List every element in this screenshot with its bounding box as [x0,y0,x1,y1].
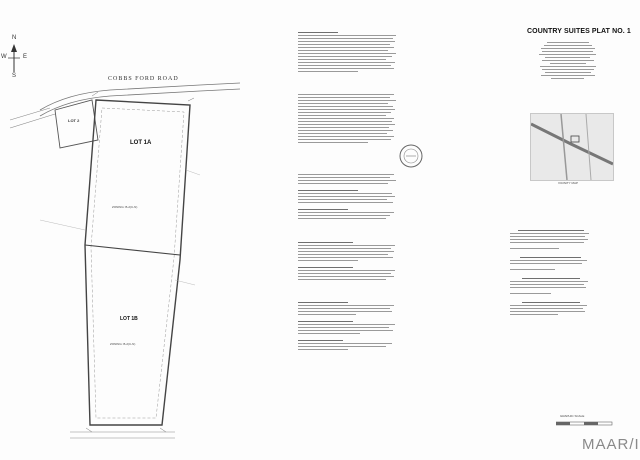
north-arrow-icon [8,44,20,72]
vicinity-map-label: VICINITY MAP [558,181,578,185]
east-label: E [23,54,28,60]
acknowledgement-text [298,172,398,221]
south-label: S [12,73,17,79]
road-name: COBBS FORD ROAD [108,76,179,82]
lot-1a-label: LOT 1A [130,140,152,146]
north-label: N [12,35,17,41]
health-department-text [298,300,398,352]
owner-certificate-text [298,30,398,74]
plat-title: COUNTRY SUITES PLAT NO. 1 [527,28,631,35]
title-block-details [538,40,598,81]
survey-drawing [8,44,241,439]
graphic-scale-label: GRAPHIC SCALE [560,414,585,418]
notary-seal-icon [399,144,423,168]
west-label: W [1,54,7,60]
watermark: MAAR/I [582,436,640,453]
lot-1b-label: LOT 1B [120,316,138,322]
description-text [298,92,398,145]
surveyor-certificate-text [298,240,398,282]
scale-bar [556,421,613,426]
lot-2-label: LOT 2 [68,118,80,123]
vicinity-map [530,113,614,181]
zoning-upper: ZONING: B-2(C-N) [112,205,138,209]
planning-commission-certificate [510,228,592,317]
zoning-lower: ZONING: B-2(C-N) [110,342,136,346]
